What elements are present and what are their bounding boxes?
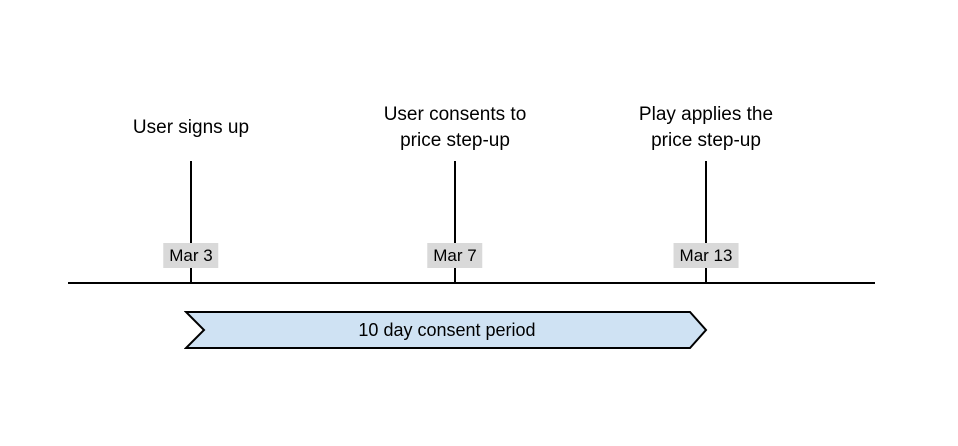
event-title: Play applies the price step-up bbox=[591, 102, 821, 154]
event-date-badge: Mar 13 bbox=[673, 243, 739, 268]
event-date-badge: Mar 7 bbox=[427, 243, 483, 268]
event-title-line: User signs up bbox=[132, 117, 250, 138]
event-title-line: price step-up bbox=[400, 130, 510, 151]
event-tick-line bbox=[454, 161, 456, 282]
event-tick-line bbox=[705, 161, 707, 282]
event-title: User signs up bbox=[76, 102, 306, 154]
timeline-axis bbox=[68, 282, 875, 284]
event-title-line: User consents to bbox=[383, 104, 527, 125]
event-title-line: price step-up bbox=[651, 130, 761, 151]
chevron-arrow-shape bbox=[184, 311, 708, 349]
consent-period-banner bbox=[184, 311, 708, 349]
consent-period-label: 10 day consent period bbox=[358, 319, 536, 340]
event-title: User consents to price step-up bbox=[340, 102, 570, 154]
event-tick-line bbox=[190, 161, 192, 282]
event-title-line: Play applies the bbox=[638, 104, 774, 125]
event-date-badge: Mar 3 bbox=[163, 243, 219, 268]
